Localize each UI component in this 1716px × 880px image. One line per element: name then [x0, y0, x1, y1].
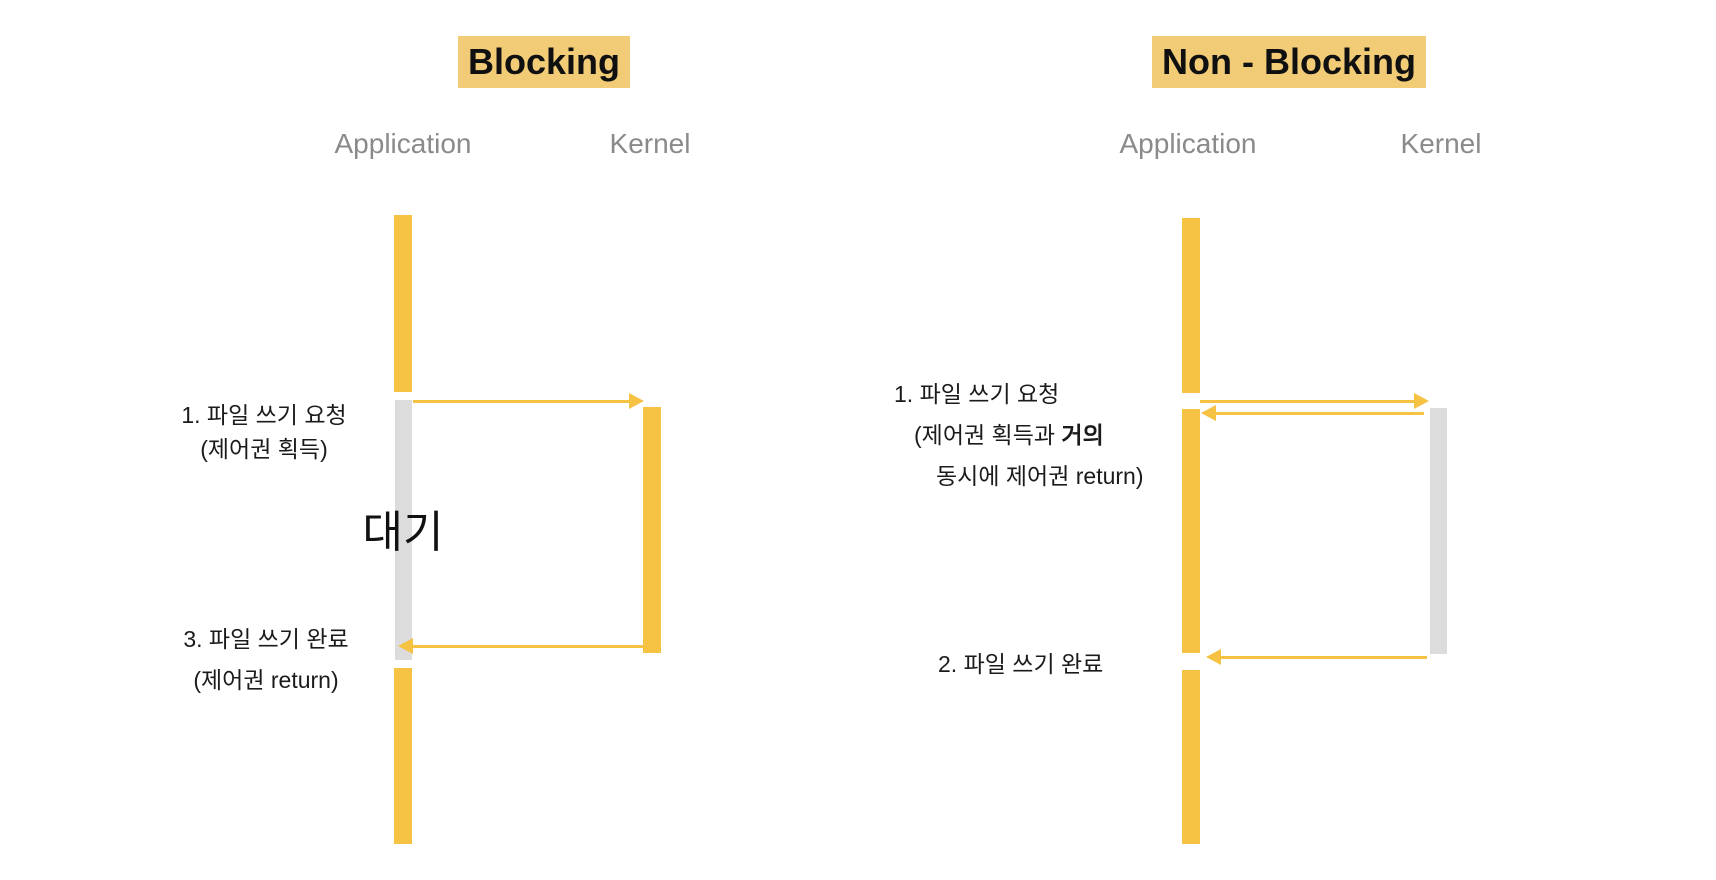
- nonblocking-immediate-return-arrow-shaft: [1215, 412, 1424, 415]
- blocking-request-arrowhead-icon: [629, 393, 644, 409]
- nonblocking-request-arrow-shaft: [1200, 400, 1418, 403]
- nonblocking-request-arrowhead-icon: [1414, 393, 1429, 409]
- blocking-return-arrowhead-icon: [398, 638, 413, 654]
- nonblocking-kernel-bar: [1430, 408, 1447, 654]
- nonblocking-application-bar-middle: [1182, 409, 1200, 653]
- blocking-return-arrow-shaft: [412, 645, 645, 648]
- blocking-step1-note: 1. 파일 쓰기 요청 (제어권 획득): [159, 398, 369, 466]
- nonblocking-step1-note: 1. 파일 쓰기 요청 (제어권 획득과 거의 동시에 제어권 return): [894, 374, 1214, 497]
- nonblocking-step1-line2-bold: 거의: [1061, 422, 1104, 448]
- nonblocking-title: Non - Blocking: [1152, 36, 1426, 88]
- blocking-kernel-label: Kernel: [609, 128, 691, 159]
- blocking-kernel-bar: [643, 407, 661, 653]
- nonblocking-step1-line2-prefix: (제어권 획득과: [914, 422, 1062, 448]
- nonblocking-immediate-return-arrowhead-icon: [1201, 405, 1216, 421]
- blocking-step3-line2: (제어권 return): [193, 667, 339, 693]
- blocking-step1-line2: (제어권 획득): [200, 436, 328, 462]
- blocking-step1-line1: 1. 파일 쓰기 요청: [181, 402, 347, 428]
- nonblocking-complete-arrowhead-icon: [1206, 649, 1221, 665]
- nonblocking-step1-line1: 1. 파일 쓰기 요청: [894, 381, 1060, 407]
- blocking-application-bar-bottom: [394, 668, 412, 844]
- blocking-title: Blocking: [458, 36, 631, 88]
- nonblocking-application-label: Application: [1119, 128, 1257, 159]
- blocking-request-arrow-shaft: [413, 400, 631, 403]
- nonblocking-application-bar-bottom: [1182, 670, 1200, 844]
- nonblocking-complete-arrow-shaft: [1220, 656, 1427, 659]
- nonblocking-step1-line3: 동시에 제어권 return): [936, 463, 1144, 489]
- blocking-application-label: Application: [334, 128, 472, 159]
- blocking-step3-line1: 3. 파일 쓰기 완료: [183, 626, 349, 652]
- blocking-application-waiting-bar: [395, 400, 412, 660]
- nonblocking-step1-line2: (제어권 획득과 거의: [894, 415, 1214, 456]
- nonblocking-step2-note: 2. 파일 쓰기 완료: [938, 651, 1104, 677]
- nonblocking-application-bar-top: [1182, 218, 1200, 393]
- blocking-step3-note: 3. 파일 쓰기 완료 (제어권 return): [161, 619, 371, 701]
- blocking-application-bar-top: [394, 215, 412, 392]
- blocking-waiting-text: 대기: [362, 508, 444, 557]
- nonblocking-kernel-label: Kernel: [1400, 128, 1482, 159]
